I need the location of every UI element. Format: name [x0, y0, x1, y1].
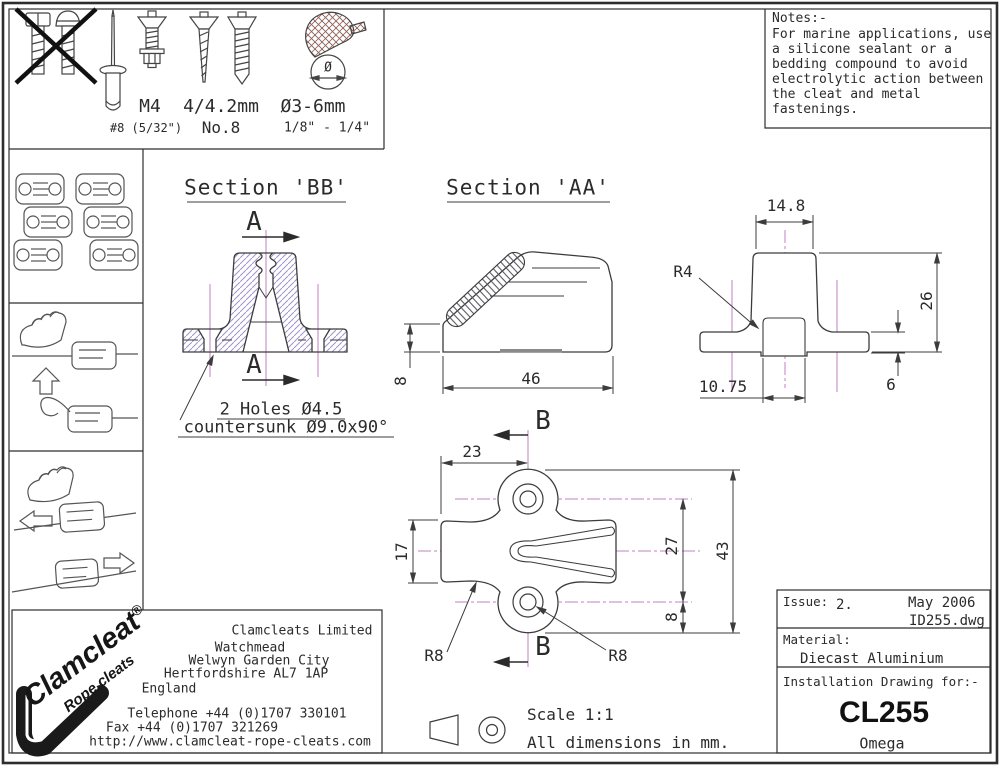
issue-number: 2.	[836, 597, 853, 613]
address-line: Hertfordshire AL7 1AP	[163, 666, 329, 682]
holes-note-line1: 2 Holes Ø4.5	[219, 399, 343, 420]
machine-screw-icon	[136, 10, 168, 69]
rope-diameter-symbol: Ø	[324, 60, 332, 76]
dim-plan-17: 17	[392, 542, 411, 562]
aa-outline	[442, 251, 613, 353]
dim-front-channel: 10.75	[698, 377, 748, 396]
dim-plan-43: 43	[713, 541, 732, 561]
address-line: Watchmead	[214, 640, 286, 656]
section-aa-view	[404, 201, 614, 394]
section-bb-view	[178, 201, 394, 438]
plan-view	[408, 429, 740, 668]
aa-dim-46	[442, 356, 614, 394]
section-arrow-b	[492, 429, 528, 668]
plan-r8-leaders	[446, 581, 607, 653]
dim-aa-height: 8	[391, 376, 410, 386]
fastener-label-m4-sub: #8 (5/32")	[109, 121, 183, 135]
product-name: Omega	[859, 734, 905, 753]
cross-out-icon	[14, 7, 98, 85]
rope-release-pictogram	[11, 466, 137, 593]
front-dim-6	[871, 310, 905, 376]
address-line: Welwyn Garden City	[188, 653, 330, 669]
dim-front-r4: R4	[673, 262, 693, 281]
dim-aa-width: 46	[521, 369, 541, 388]
sidebar-pictograms	[11, 173, 139, 593]
rope-icon	[305, 11, 367, 90]
notes-line: fastenings.	[772, 102, 859, 117]
dim-plan-r8-left: R8	[424, 646, 444, 665]
front-outline	[699, 252, 870, 357]
holes-note-line2: countersunk Ø9.0x90°	[183, 417, 389, 438]
notes-line: bedding compound to avoid	[772, 57, 968, 72]
clamcleat-logo-icon	[16, 685, 109, 757]
fastener-label-rope: Ø3-6mm	[280, 96, 346, 117]
dim-plan-r8-right: R8	[608, 646, 628, 665]
address-company: Clamcleats Limited	[231, 623, 373, 639]
notes-line: the cleat and metal	[772, 87, 921, 102]
bb-section-body	[182, 252, 348, 353]
issue-label: Issue:	[783, 594, 829, 609]
section-arrow-a	[242, 231, 301, 386]
plan-holes	[512, 483, 544, 618]
plan-dim-23	[440, 456, 528, 514]
address-web: http://www.clamcleat-rope-cleats.com	[89, 734, 371, 750]
front-channel	[762, 317, 806, 356]
drawing-file: ID255.dwg	[909, 613, 985, 629]
front-dim-26	[819, 252, 942, 353]
front-dim-1075	[700, 358, 806, 403]
front-r4-leader	[698, 277, 760, 330]
holes-leader	[178, 354, 394, 438]
section-marker-a: A	[246, 350, 262, 380]
rope-insert-pictogram	[12, 311, 138, 433]
section-marker-b: B	[535, 406, 551, 436]
notes-line: electrolytic action between	[772, 72, 984, 87]
dim-plan-8: 8	[662, 612, 681, 622]
projection-symbol-icon	[429, 714, 506, 746]
notes-line: a silicone sealant or a	[772, 42, 953, 57]
fastener-label-wood: 4/4.2mm	[183, 96, 259, 117]
dim-front-flange: 6	[886, 375, 896, 394]
address-line: England	[141, 681, 197, 697]
drawing-for-label: Installation Drawing for:-	[783, 674, 979, 689]
cleat-stack-pictogram	[13, 173, 139, 271]
plan-dim-17	[408, 519, 438, 584]
material-value: Diecast Aluminium	[800, 651, 944, 667]
aa-dim-8	[404, 323, 440, 368]
plan-outline	[440, 468, 617, 634]
section-aa-title: Section 'AA'	[446, 175, 610, 200]
material-label: Material:	[783, 632, 851, 647]
plan-dim-27-8	[679, 498, 687, 634]
section-marker-b: B	[535, 632, 551, 662]
dim-plan-23: 23	[462, 442, 482, 461]
wood-screw-straight-icon	[226, 11, 258, 86]
section-marker-a: A	[246, 207, 262, 237]
dim-front-height: 26	[917, 291, 936, 311]
dim-plan-27: 27	[662, 536, 681, 556]
address-phone: Telephone +44 (0)1707 330101	[127, 706, 347, 722]
front-dim-148	[755, 215, 814, 249]
fastener-label-rope-sub: 1/8" - 1/4"	[283, 120, 371, 136]
fastener-label-m4: M4	[139, 96, 161, 117]
plan-dim-43	[545, 469, 740, 634]
notes-line: For marine applications, use	[772, 27, 992, 42]
fastener-label-wood-sub: No.8	[201, 118, 241, 137]
fastener-icons	[14, 7, 367, 111]
notes-title: Notes:-	[772, 11, 827, 26]
plan-rope-groove	[509, 526, 616, 578]
units-note: All dimensions in mm.	[527, 733, 730, 752]
product-code: CL255	[838, 696, 930, 729]
issue-date: May 2006	[908, 595, 976, 611]
rivet-icon	[99, 9, 127, 111]
dim-front-top: 14.8	[766, 196, 806, 215]
section-bb-title: Section 'BB'	[184, 175, 348, 200]
scale-note: Scale 1:1	[527, 705, 614, 724]
front-view	[698, 215, 942, 403]
address-fax: Fax +44 (0)1707 321269	[105, 720, 279, 736]
aa-groove-band	[445, 251, 526, 328]
wood-screw-tapered-icon	[188, 11, 220, 83]
